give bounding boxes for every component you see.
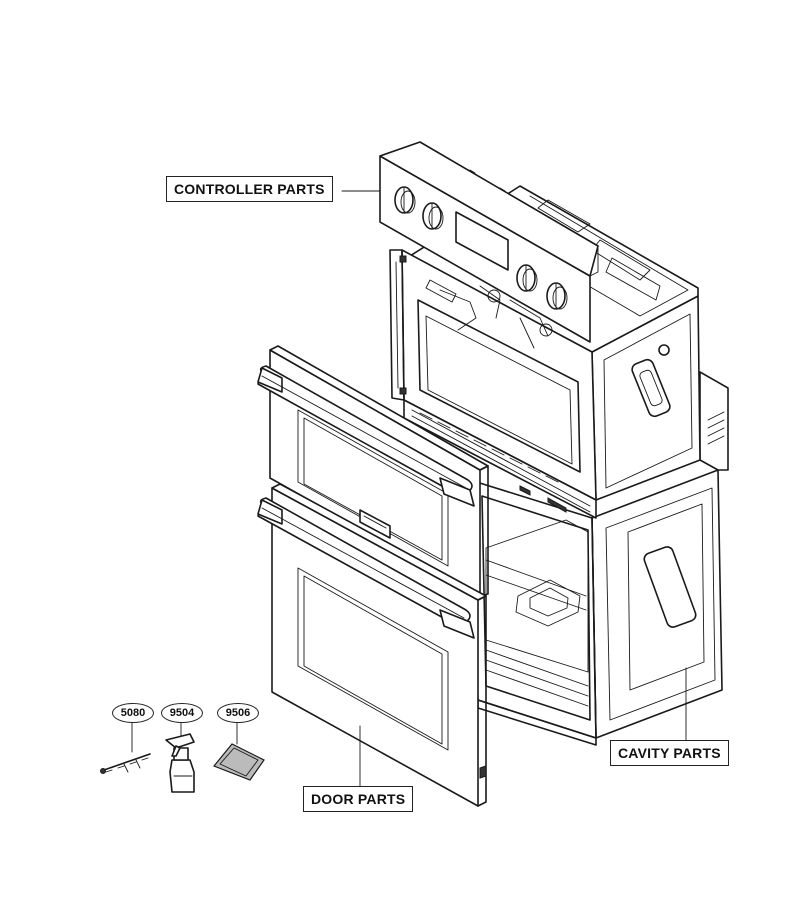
- probe-5080: [100, 753, 151, 774]
- door-parts-label: DOOR PARTS: [303, 786, 414, 812]
- callout-9504: 9504: [161, 703, 203, 723]
- knob-1: [394, 186, 416, 214]
- knob-4: [546, 282, 568, 310]
- cavity-parts-label: CAVITY PARTS: [610, 740, 729, 766]
- upper-door: [257, 345, 489, 597]
- cleaning-pad-9506: [213, 743, 265, 781]
- control-panel: [379, 141, 599, 343]
- controller-parts-label: CONTROLLER PARTS: [166, 176, 333, 202]
- spray-bottle-9504: [165, 733, 195, 793]
- callout-9506: 9506: [217, 703, 259, 723]
- cavity-assembly: [469, 371, 729, 746]
- lower-door: [257, 483, 487, 807]
- callout-5080: 5080: [112, 703, 154, 723]
- knob-3: [516, 264, 538, 292]
- knob-2: [422, 202, 444, 230]
